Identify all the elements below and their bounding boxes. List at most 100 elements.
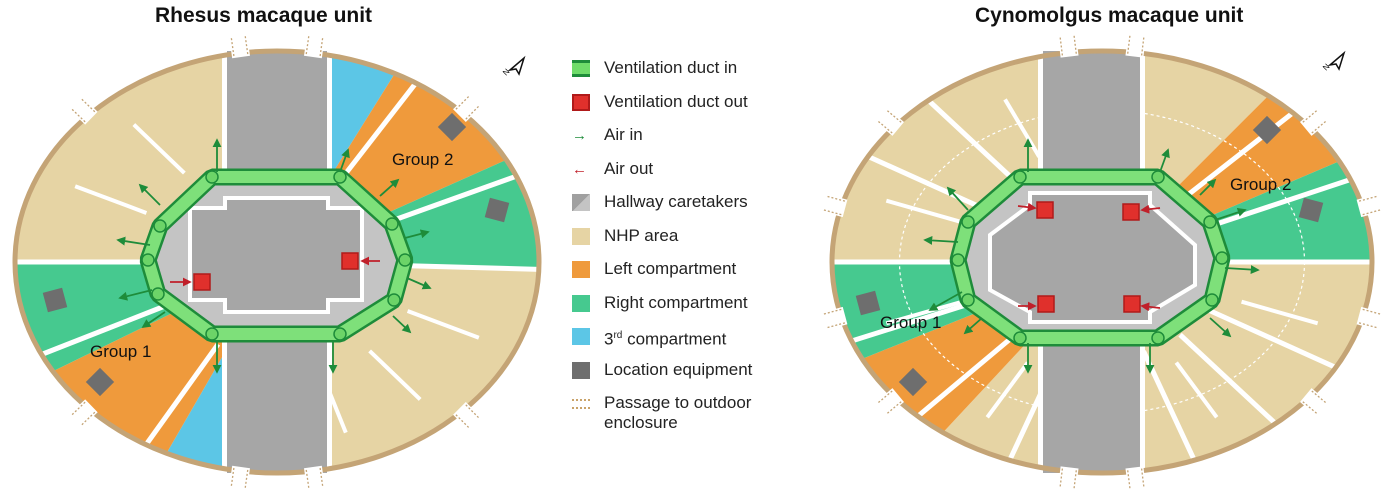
air-in-arrow-icon	[118, 289, 153, 301]
outer-wall	[12, 48, 542, 476]
partial-wall	[132, 123, 186, 175]
duct-joint	[141, 253, 155, 267]
passage-to-outdoor-enclosure	[1140, 37, 1145, 56]
wall-divider	[916, 329, 1021, 419]
duct-joint	[153, 219, 167, 233]
passage-gap	[835, 306, 848, 327]
passage-to-outdoor-enclosure	[71, 108, 86, 123]
partial-wall	[406, 309, 480, 340]
passage-to-outdoor-enclosure	[827, 195, 846, 202]
north-arrow-icon	[1327, 50, 1346, 71]
nhp-swatch-icon	[572, 227, 590, 245]
passage-to-outdoor-enclosure	[1140, 468, 1145, 487]
passage-to-outdoor-enclosure	[319, 467, 324, 486]
arrow-right-icon: →	[572, 127, 587, 144]
passage-to-outdoor-enclosure	[465, 404, 479, 419]
air-in-arrow-icon	[1214, 208, 1247, 221]
passage-to-outdoor-enclosure	[244, 469, 249, 488]
legend-nhp-area: NHP area	[572, 226, 784, 260]
equipment-swatch-icon	[572, 361, 590, 379]
passage-to-outdoor-enclosure	[877, 390, 893, 404]
air-out-arrow-icon	[1140, 204, 1161, 214]
legend-duct-in: Ventilation duct in	[572, 58, 784, 92]
partial-wall	[1240, 299, 1319, 326]
duct-joint	[961, 293, 975, 307]
duct-joint	[151, 287, 165, 301]
outer-wall	[829, 48, 1375, 476]
air-in-arrow-icon	[923, 235, 959, 245]
duct-joint	[1151, 170, 1165, 184]
wall-divider	[926, 98, 1026, 192]
air-in-arrow-icon	[339, 148, 350, 173]
duct-joint	[385, 217, 399, 231]
duct-joint	[961, 215, 975, 229]
air-in-arrow-icon	[116, 236, 151, 246]
legend-hallway: Hallway caretakers	[572, 192, 784, 226]
legend-air-out: ←Air out	[572, 158, 654, 178]
legend-location-equipment: Location equipment	[572, 360, 784, 394]
passage-to-outdoor-enclosure	[1302, 401, 1318, 414]
hallway-inner-core	[988, 191, 1197, 324]
passage-to-outdoor-enclosure	[1059, 468, 1064, 487]
passage-gap	[231, 47, 251, 59]
passage-to-outdoor-enclosure	[1127, 470, 1131, 489]
partial-wall	[74, 184, 148, 215]
location-equipment	[484, 197, 510, 223]
passage-icon	[572, 399, 590, 409]
rhesus-unit: N	[12, 36, 542, 488]
wall-divider	[394, 262, 539, 272]
location-equipment	[1252, 115, 1282, 145]
passage-to-outdoor-enclosure	[1073, 470, 1077, 489]
air-in-arrow-icon	[1209, 317, 1232, 338]
passage-gap	[1059, 466, 1079, 477]
legend-duct-out: Ventilation duct out	[572, 92, 784, 126]
legend-air-in: →Air in	[572, 125, 643, 144]
air-in-arrow-icon	[379, 178, 400, 197]
passage-to-outdoor-enclosure	[823, 308, 842, 315]
legend: Ventilation duct in Ventilation duct out…	[572, 58, 784, 432]
air-in-arrow-icon	[946, 186, 969, 211]
hallway-inner-core	[188, 196, 364, 314]
left-unit-title: Rhesus macaque unit	[155, 4, 373, 27]
location-equipment	[898, 367, 928, 397]
passage-to-outdoor-enclosure	[244, 36, 249, 55]
left-swatch-icon	[572, 261, 590, 278]
legend-third-compartment: 3rd compartment	[572, 326, 784, 360]
duct-joint	[1203, 215, 1217, 229]
air-in-arrow-icon	[1224, 265, 1260, 275]
passage-to-outdoor-enclosure	[455, 96, 470, 110]
passage-gap	[1356, 306, 1369, 327]
passage-to-outdoor-enclosure	[1059, 37, 1064, 56]
passage-to-outdoor-enclosure	[886, 401, 902, 414]
duct-out-icon	[572, 93, 590, 111]
third-swatch-icon	[572, 328, 590, 345]
location-equipment	[855, 290, 881, 316]
duct-joint	[1215, 251, 1229, 265]
duct-in-icon	[572, 60, 590, 77]
air-in-arrow-icon	[138, 183, 161, 206]
passage-to-outdoor-enclosure	[1127, 35, 1131, 54]
right-group-2-label: Group 2	[1230, 175, 1292, 194]
air-in-arrow-icon	[141, 311, 166, 329]
passage-gap	[1059, 47, 1079, 58]
wall-divider	[143, 342, 221, 447]
wall-divider	[40, 301, 172, 357]
duct-joint	[333, 170, 347, 184]
passage-gap	[1125, 466, 1145, 477]
passage-to-outdoor-enclosure	[465, 105, 479, 120]
passage-gap	[835, 197, 848, 218]
passage-to-outdoor-enclosure	[305, 36, 310, 55]
passage-to-outdoor-enclosure	[230, 38, 235, 57]
location-equipment	[1298, 197, 1324, 223]
right-swatch-icon	[572, 294, 590, 312]
duct-joint	[333, 327, 347, 341]
air-out-arrow-icon	[1017, 202, 1037, 212]
passage-to-outdoor-enclosure	[305, 469, 310, 488]
passage-to-outdoor-enclosure	[319, 38, 324, 57]
passage-to-outdoor-enclosure	[1302, 110, 1318, 123]
air-in-arrow-icon	[928, 291, 963, 311]
partial-wall	[1174, 361, 1219, 419]
passage-to-outdoor-enclosure	[877, 120, 893, 134]
passage-gap	[1356, 197, 1369, 218]
